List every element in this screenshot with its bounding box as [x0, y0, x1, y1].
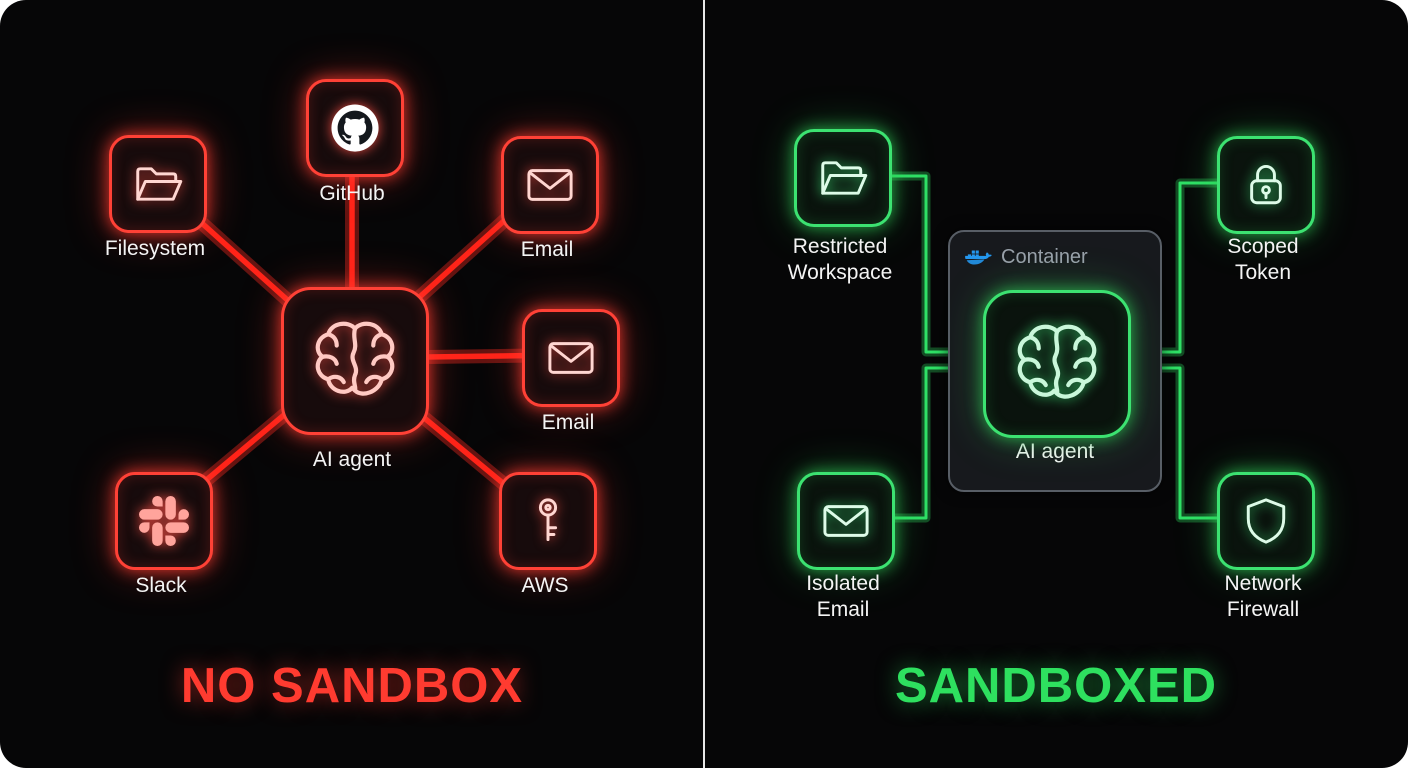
lock-icon	[1239, 158, 1293, 212]
docker-whale-icon	[964, 247, 992, 268]
right-green-connections	[879, 171, 1226, 523]
node-label-aws: AWS	[521, 574, 569, 597]
envelope-icon	[819, 494, 873, 548]
node-filesystem	[109, 135, 207, 233]
node-email-1	[501, 136, 599, 234]
folder-icon	[816, 151, 870, 205]
left-title: NO SANDBOX	[180, 659, 524, 713]
node-isolated-email	[797, 472, 895, 570]
node-label-filesystem: Filesystem	[104, 237, 206, 260]
node-email-2	[522, 309, 620, 407]
brain-icon	[310, 316, 400, 406]
node-github	[306, 79, 404, 177]
node-ai-agent-right	[983, 290, 1131, 438]
container-header: Container	[964, 246, 1088, 269]
node-label-isolated-email: Isolated Email	[806, 572, 880, 621]
node-slack	[115, 472, 213, 570]
container-box: Container AI agent	[948, 230, 1162, 492]
brain-icon	[1012, 319, 1102, 409]
node-label-ai-agent-left: AI agent	[312, 448, 392, 471]
node-label-ai-agent-right: AI agent	[1015, 440, 1095, 463]
container-label: Container	[1001, 246, 1088, 268]
node-label-network-firewall: Network Firewall	[1224, 572, 1302, 621]
node-label-slack: Slack	[135, 574, 187, 597]
right-title: SANDBOXED	[894, 659, 1218, 713]
github-icon	[326, 99, 384, 157]
node-label-github: GitHub	[319, 182, 385, 205]
node-scoped-token	[1217, 136, 1315, 234]
folder-icon	[131, 157, 185, 211]
node-restricted-workspace	[794, 129, 892, 227]
slack-icon	[139, 496, 189, 546]
node-label-restricted-workspace: Restricted Workspace	[787, 235, 893, 284]
key-icon	[521, 494, 575, 548]
envelope-icon	[523, 158, 577, 212]
node-label-email-2: Email	[541, 411, 595, 434]
node-ai-agent-left	[281, 287, 429, 435]
node-label-scoped-token: Scoped Token	[1227, 235, 1299, 284]
envelope-icon	[544, 331, 598, 385]
shield-icon	[1239, 494, 1293, 548]
node-label-email-1: Email	[520, 238, 574, 261]
node-network-firewall	[1217, 472, 1315, 570]
node-aws	[499, 472, 597, 570]
panel-divider	[703, 0, 705, 768]
